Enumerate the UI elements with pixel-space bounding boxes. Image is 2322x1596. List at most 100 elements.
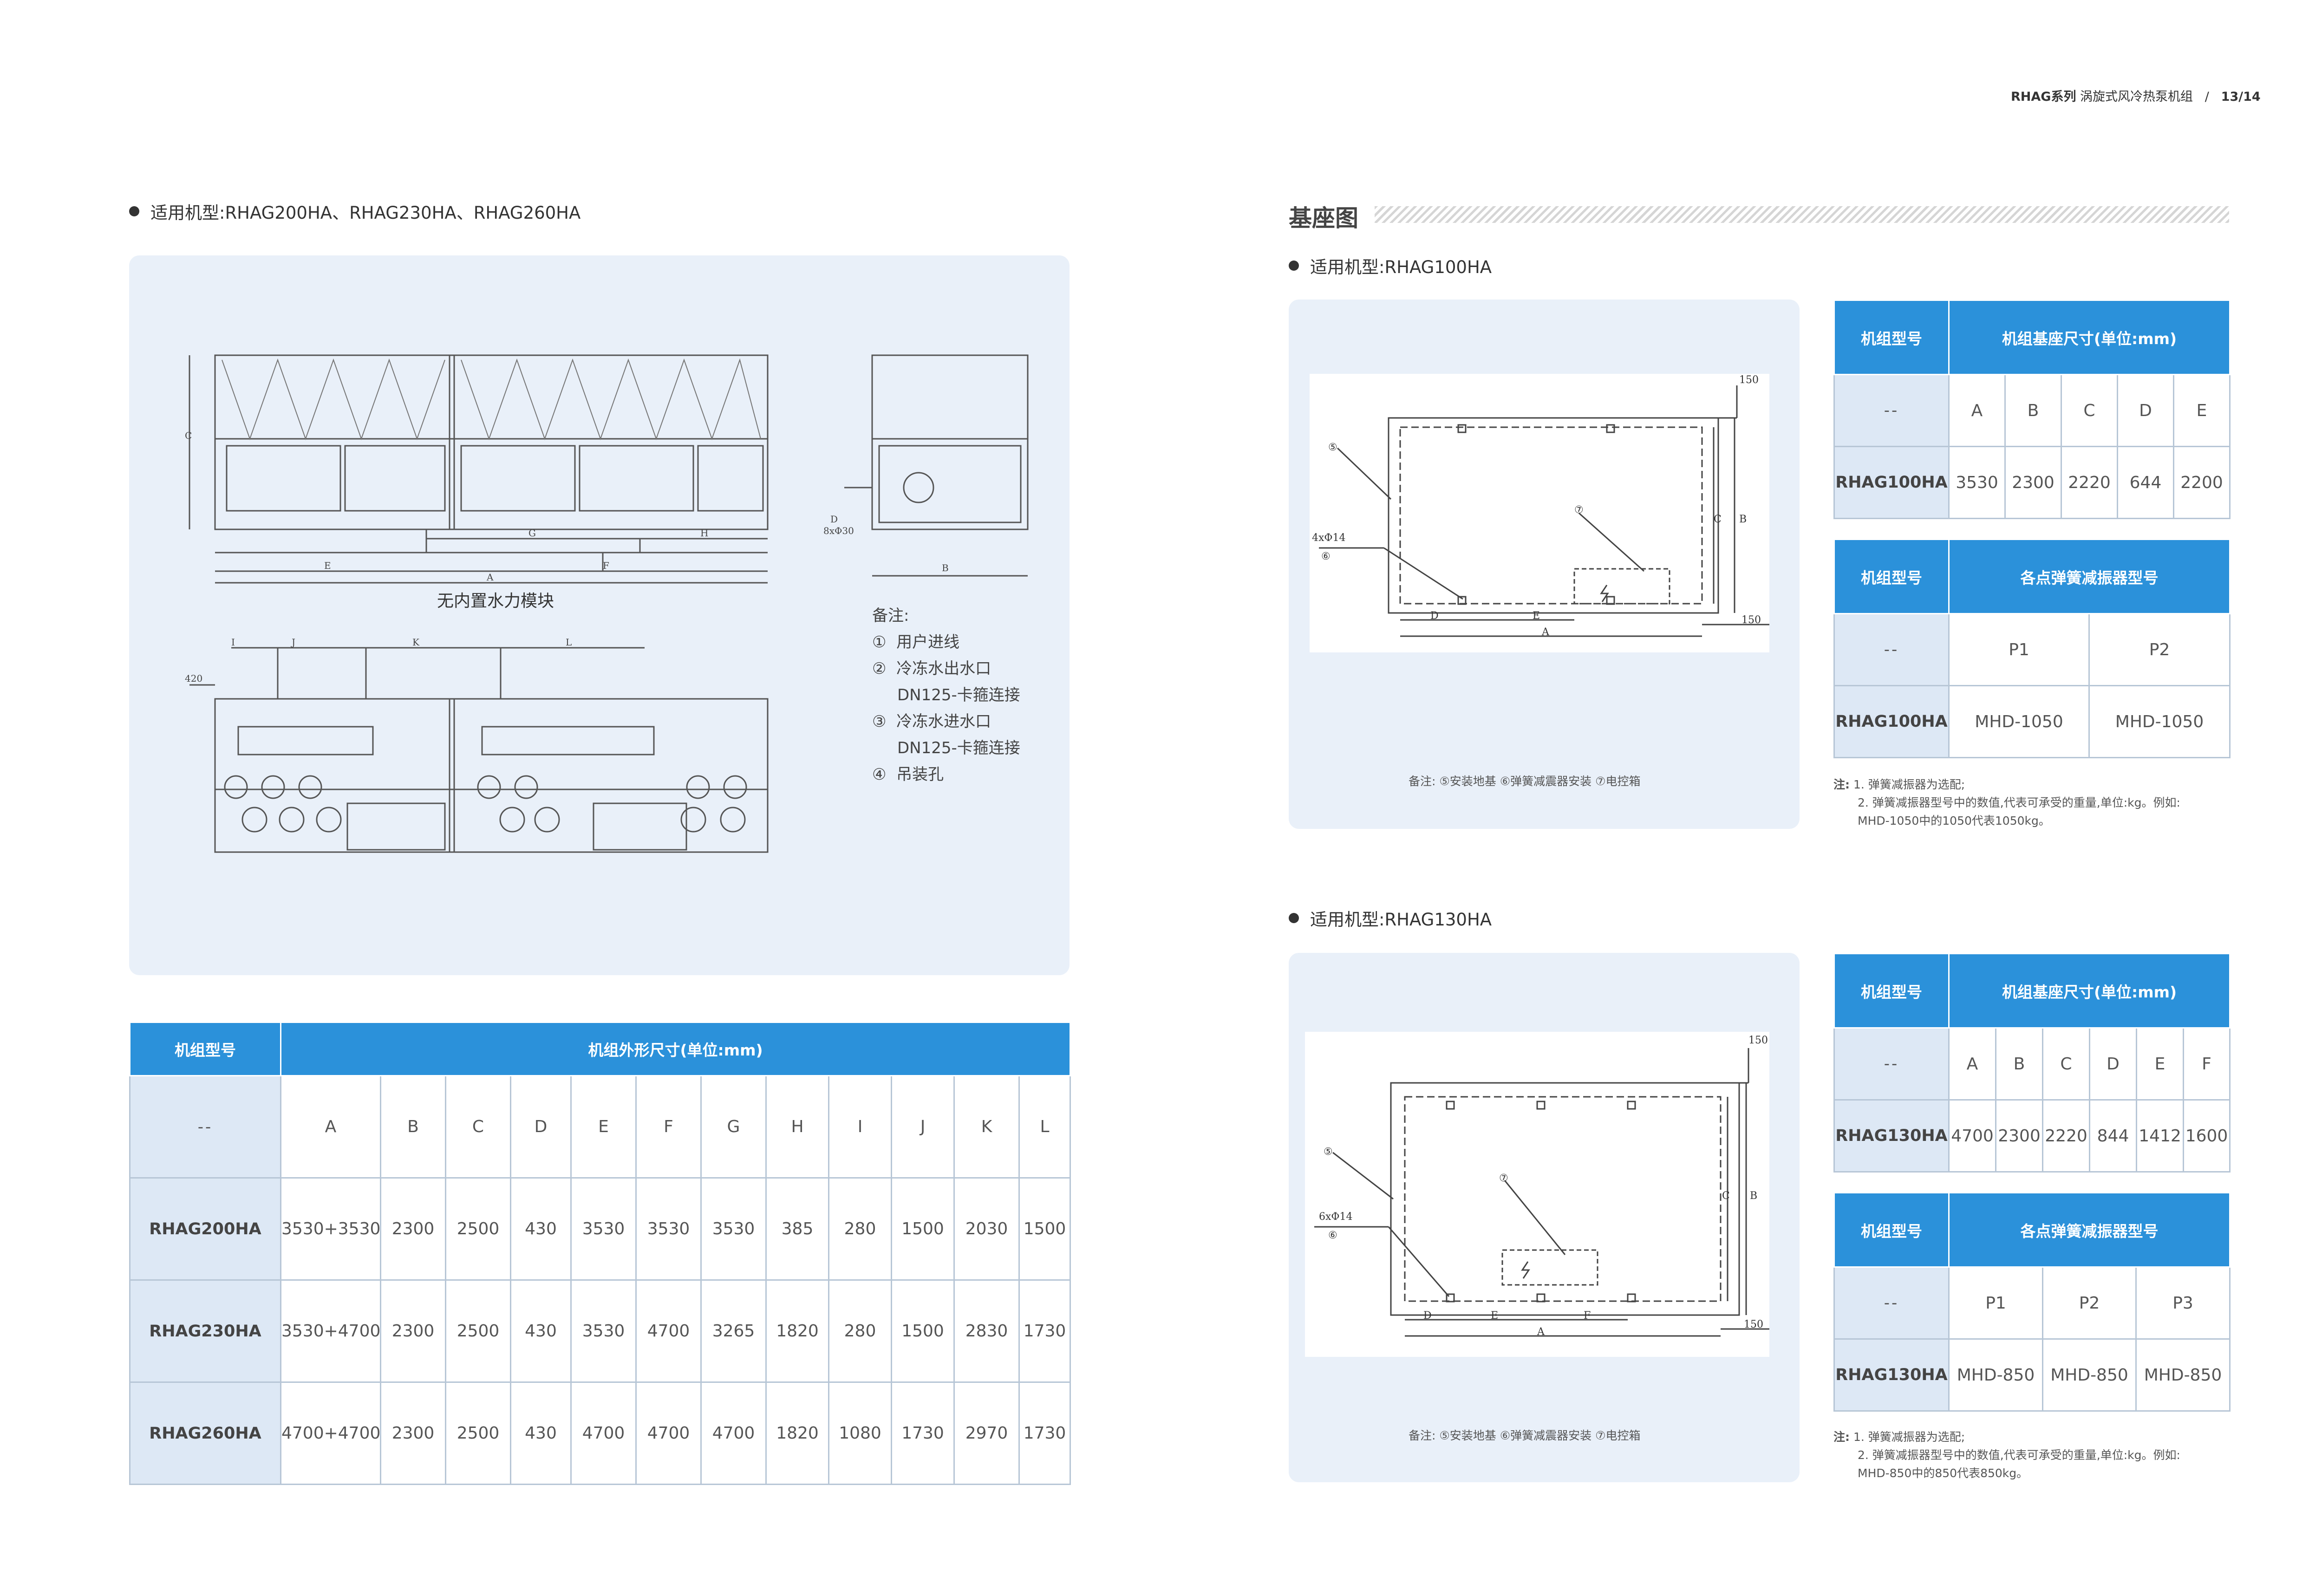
svg-text:⑥: ⑥ (1321, 551, 1331, 562)
svg-text:4xΦ14: 4xΦ14 (1312, 532, 1345, 544)
letters-row-label: -- (129, 1075, 281, 1179)
unit-outline-drawing: C E A F G H D 8xΦ30 B I J K L 420 (185, 354, 1029, 853)
svg-text:E: E (1491, 1310, 1498, 1322)
table-row: RHAG260HA 4700+4700 2300 2500 430 4700 4… (129, 1381, 1071, 1485)
cell: 430 (510, 1381, 572, 1485)
block1-notes: 注: 1. 弹簧减振器为选配; 2. 弹簧减振器型号中的数值,代表可承受的重量,… (1833, 778, 2180, 827)
table-row: RHAG100HA 3530 2300 2220 644 2200 (1833, 446, 2231, 519)
header-model: 机组型号 (1833, 539, 1950, 614)
cell: 2030 (953, 1177, 1020, 1281)
remarks-title: 备注: (872, 606, 909, 625)
dim-label-l: L (566, 637, 572, 648)
cell: MHD-850 (2042, 1338, 2137, 1412)
table-row: RHAG200HA 3530+3530 2300 2500 430 3530 3… (129, 1177, 1071, 1281)
header-model: 机组型号 (1833, 953, 1950, 1029)
header-spring-model: 各点弹簧减振器型号 (1948, 539, 2231, 614)
cell: 3530+3530 (280, 1177, 381, 1281)
svg-text:150: 150 (1739, 374, 1759, 386)
dim-label-j: J (291, 637, 295, 648)
cell: 2830 (953, 1279, 1020, 1383)
table-row: RHAG100HA MHD-1050 MHD-1050 (1833, 685, 2231, 758)
cell: 2500 (445, 1381, 511, 1485)
block1-drawing-note: 备注: ⑤安装地基 ⑥弹簧减震器安装 ⑦电控箱 (1409, 775, 1641, 788)
left-applicable-label: 适用机型:RHAG200HA、RHAG230HA、RHAG260HA (150, 203, 581, 223)
remark-item: DN125-卡箍连接 (897, 686, 1020, 704)
dim-label-h: H (700, 528, 708, 539)
svg-text:⑦: ⑦ (1574, 504, 1584, 516)
letter-e: E (2173, 374, 2231, 447)
cell: 3530 (570, 1177, 637, 1281)
cell: 4700 (635, 1381, 702, 1485)
series-subtitle: 涡旋式风冷热泵机组 (2080, 90, 2193, 104)
cell: 3530 (570, 1279, 637, 1383)
letter-a: A (1948, 374, 2006, 447)
svg-text:⑦: ⑦ (1499, 1173, 1508, 1184)
letter-c: C (2061, 374, 2118, 447)
block2-applicable-models: 适用机型:RHAG130HA (1289, 905, 1492, 931)
letter-h: H (765, 1075, 829, 1179)
cell: 3530 (635, 1177, 702, 1281)
cell: 1412 (2136, 1099, 2184, 1173)
cell: 1500 (1018, 1177, 1071, 1281)
section-title: 基座图 (1289, 205, 1358, 232)
letter-f: F (635, 1075, 702, 1179)
svg-text:D: D (1423, 1310, 1432, 1322)
series-name: RHAG系列 (2011, 90, 2076, 104)
cell: 430 (510, 1279, 572, 1383)
cell: 844 (2089, 1099, 2137, 1173)
letter-a: A (1948, 1027, 1996, 1101)
cell: MHD-1050 (2088, 685, 2231, 758)
dim-label-holes: 8xΦ30 (823, 525, 854, 536)
letter-c: C (2042, 1027, 2090, 1101)
letter-c: C (445, 1075, 511, 1179)
drawing-caption: 无内置水力模块 (437, 592, 554, 611)
left-applicable-models: 适用机型:RHAG200HA、RHAG230HA、RHAG260HA (129, 199, 580, 224)
cell: 2220 (2061, 446, 2118, 519)
cell: 3530 (1948, 446, 2006, 519)
dim-label-420: 420 (185, 673, 202, 684)
remark-item: ④ 吊装孔 (872, 765, 944, 784)
bullet-icon (129, 206, 139, 216)
points-row-label: -- (1833, 613, 1950, 686)
cell: 2300 (380, 1279, 446, 1383)
dim-label-d: D (830, 514, 838, 525)
header-model: 机组型号 (1833, 1192, 1950, 1268)
remark-item: DN125-卡箍连接 (897, 739, 1020, 757)
block1-base-drawing-panel: 150 ⑤ 4xΦ14 ⑥ ⑦ C B D E A 150 备注: ⑤安装地基 … (1289, 300, 1800, 829)
block2-applicable-label: 适用机型:RHAG130HA (1310, 910, 1492, 930)
row-model: RHAG200HA (129, 1177, 281, 1281)
point-p3: P3 (2135, 1266, 2231, 1340)
letter-e: E (570, 1075, 637, 1179)
svg-text:F: F (1584, 1310, 1591, 1322)
row-model: RHAG130HA (1833, 1338, 1950, 1412)
cell: 430 (510, 1177, 572, 1281)
cell: 280 (828, 1279, 892, 1383)
remark-item: ② 冷冻水出水口 (872, 659, 991, 678)
block2-base-drawing: 150 ⑤ 6xΦ14 ⑥ ⑦ C B D E F A 150 (1305, 1032, 1769, 1357)
cell: 2500 (445, 1177, 511, 1281)
letter-d: D (2089, 1027, 2137, 1101)
cell: 1730 (891, 1381, 955, 1485)
svg-text:D: D (1430, 610, 1439, 622)
svg-text:C: C (1722, 1190, 1730, 1202)
cell: 3265 (700, 1279, 767, 1383)
block2-base-dimensions-table: 机组型号 机组基座尺寸(单位:mm) -- A B C D E F RHAG13… (1833, 953, 2231, 1173)
block2-drawing-note: 备注: ⑤安装地基 ⑥弹簧减震器安装 ⑦电控箱 (1409, 1429, 1641, 1442)
cell: MHD-850 (1948, 1338, 2043, 1412)
unit-dimensions-table: 机组型号 机组外形尺寸(单位:mm) -- A B C D E F G H I … (129, 1022, 1071, 1485)
table-row: RHAG130HA MHD-850 MHD-850 MHD-850 (1833, 1338, 2231, 1412)
table-row: RHAG130HA 4700 2300 2220 844 1412 1600 (1833, 1099, 2231, 1173)
letter-i: I (828, 1075, 892, 1179)
cell: 4700 (700, 1381, 767, 1485)
header-separator: / (2205, 90, 2209, 104)
row-model: RHAG230HA (129, 1279, 281, 1383)
cell: 4700+4700 (280, 1381, 381, 1485)
letter-j: J (891, 1075, 955, 1179)
letter-f: F (2182, 1027, 2231, 1101)
svg-text:150: 150 (1748, 1035, 1768, 1046)
header-model: 机组型号 (1833, 300, 1950, 375)
block2-spring-table: 机组型号 各点弹簧减振器型号 -- P1 P2 P3 RHAG130HA MHD… (1833, 1192, 2231, 1412)
cell: 1820 (765, 1381, 829, 1485)
cell: 2500 (445, 1279, 511, 1383)
cell: 3530+4700 (280, 1279, 381, 1383)
